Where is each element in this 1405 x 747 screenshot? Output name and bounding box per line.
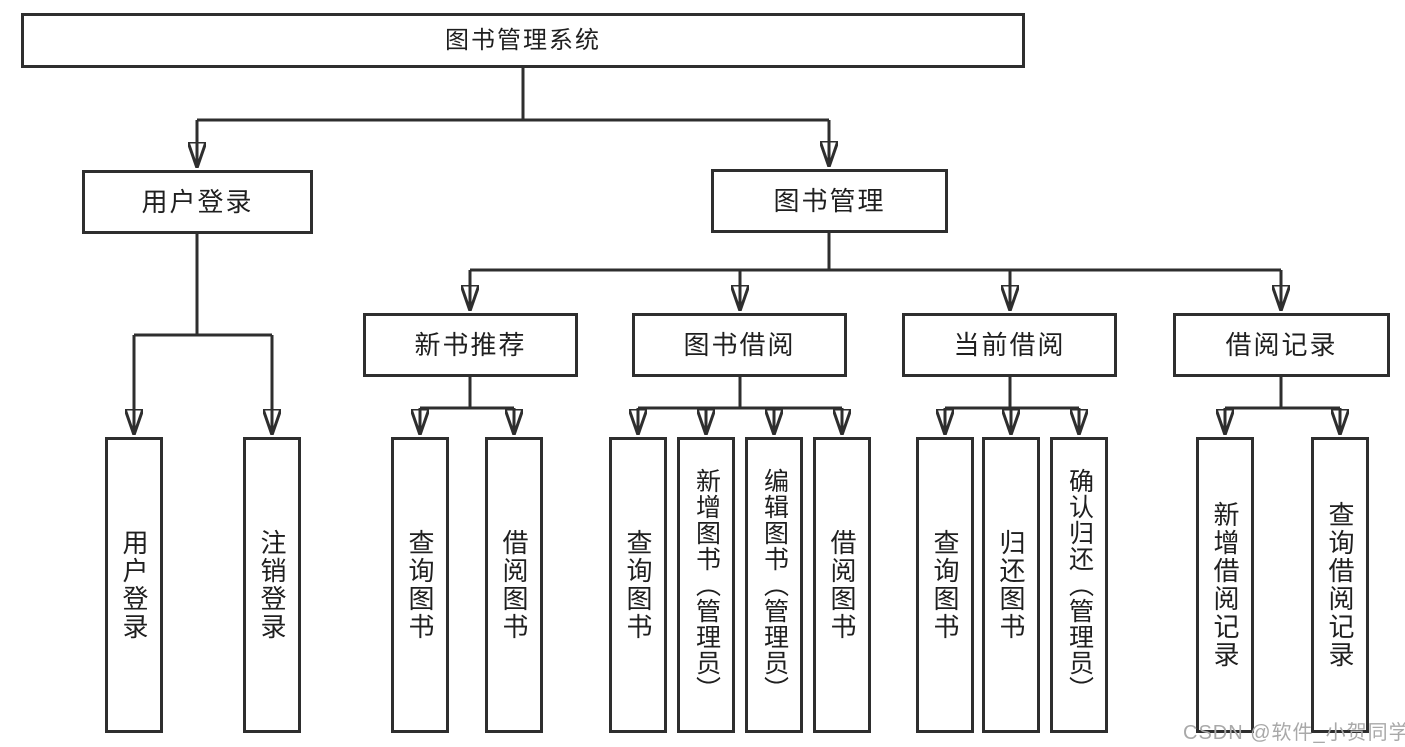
leaf-confirm-return-admin: 确认归还（管理员） bbox=[1050, 437, 1108, 733]
leaf-user-login: 用户登录 bbox=[105, 437, 163, 733]
leaf-edit-book-admin: 编辑图书（管理员） bbox=[745, 437, 803, 733]
leaf-borrow-books-borrowing: 借阅图书 bbox=[813, 437, 871, 733]
node-book-management: 图书管理 bbox=[711, 169, 948, 233]
node-book-borrowing: 图书借阅 bbox=[632, 313, 847, 377]
leaf-return-books: 归还图书 bbox=[982, 437, 1040, 733]
leaf-query-books-borrowing: 查询图书 bbox=[609, 437, 667, 733]
node-new-book-recommendation: 新书推荐 bbox=[363, 313, 578, 377]
leaf-query-books-recommend: 查询图书 bbox=[391, 437, 449, 733]
leaf-add-borrowing-record: 新增借阅记录 bbox=[1196, 437, 1254, 733]
node-user-login: 用户登录 bbox=[82, 170, 313, 234]
csdn-watermark: CSDN @软件_小贺同学 bbox=[1183, 722, 1405, 744]
node-borrowing-records: 借阅记录 bbox=[1173, 313, 1390, 377]
node-library-system: 图书管理系统 bbox=[21, 13, 1025, 68]
leaf-logout: 注销登录 bbox=[243, 437, 301, 733]
node-current-borrowing: 当前借阅 bbox=[902, 313, 1117, 377]
leaf-add-book-admin: 新增图书（管理员） bbox=[677, 437, 735, 733]
leaf-borrow-books-recommend: 借阅图书 bbox=[485, 437, 543, 733]
leaf-query-borrowing-record: 查询借阅记录 bbox=[1311, 437, 1369, 733]
leaf-query-books-current: 查询图书 bbox=[916, 437, 974, 733]
